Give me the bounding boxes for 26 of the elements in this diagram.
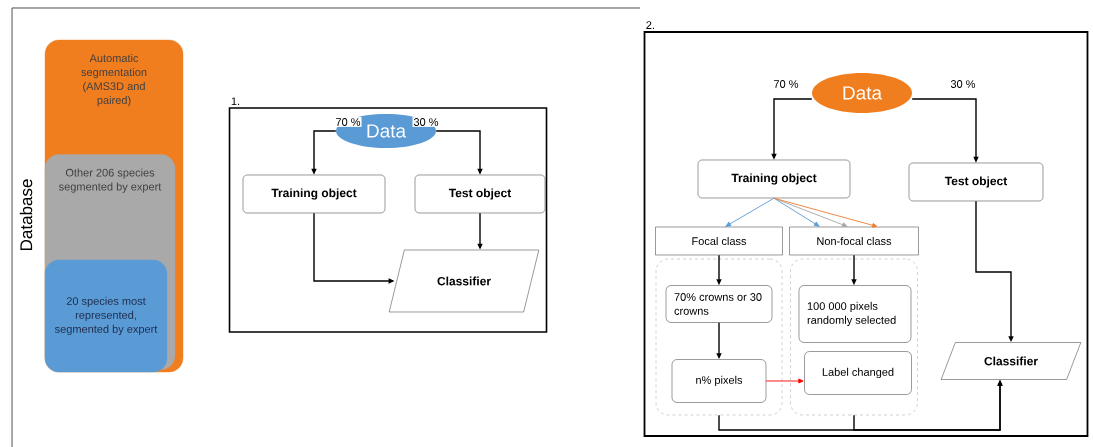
class-box: Focal class [655,226,783,256]
node-label: 1. [231,97,240,105]
axis-title: Database [19,179,33,250]
dashed-group [655,258,783,416]
process-box: Test object [414,174,546,214]
classifier-parallelogram: Classifier [388,249,540,313]
arrow [765,378,804,384]
process-box: n% pixels [671,359,767,403]
node-label: 2. [646,21,654,29]
segment-band: 20 species most represented, segmented by expert [44,259,168,373]
process-box: Training object [242,174,386,214]
arrow [773,197,820,227]
edge-label: 70 % [772,79,800,89]
edge-label: 30 % [412,117,440,127]
process-box: 100 000 pixels randomly selected [798,285,912,343]
edge-label: 70 % [334,117,362,127]
process-box: Training object [697,159,851,199]
dashed-group [790,258,918,416]
process-box: 70% crowns or 30 crowns [665,285,773,323]
arrow [725,197,775,227]
process-box: Test object [908,162,1044,202]
edge-label: 30 % [949,79,977,89]
classifier-parallelogram: Classifier [940,342,1082,380]
process-box: Label changed [804,351,912,395]
class-box: Non-focal class [789,226,919,256]
arrow [773,197,878,228]
